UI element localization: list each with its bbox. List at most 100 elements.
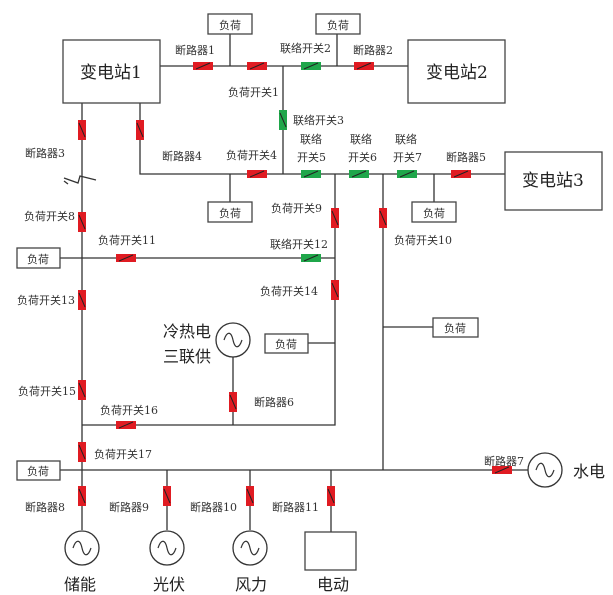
load-label: 负荷 [219,18,241,32]
load-box[interactable]: 负荷 [432,317,479,338]
load-box[interactable]: 负荷 [207,13,253,35]
switch-cb5[interactable] [451,170,471,178]
label-ts3: 联络开关3 [293,113,344,127]
load-box[interactable]: 负荷 [207,201,253,223]
switch-ls1[interactable] [247,62,267,70]
label-chp: 冷热电 [163,322,211,341]
substation-3-label: 变电站3 [522,171,584,191]
switch-blade-icon [351,170,367,178]
tie-switch-ts7[interactable] [397,170,417,178]
substation-1-label: 变电站1 [80,63,142,83]
switch-blade-icon [399,170,415,178]
label-ts2: 联络开关2 [280,41,331,55]
switch-ls9[interactable] [331,208,339,228]
switch-labels: 断路器1 负荷开关1 联络开关2 断路器2 联络开关3 断路器3 断路器4 负荷… [17,41,524,514]
tie-switch-ts3[interactable] [279,110,287,130]
load-label: 负荷 [275,337,297,351]
label-ev: 电动 [317,575,349,594]
switch-blade-icon [249,62,265,70]
switch-blade-icon [78,292,86,308]
label-ls14: 负荷开关14 [260,284,318,298]
label-cb1: 断路器1 [175,43,215,57]
tie-switch-ts5[interactable] [301,170,321,178]
switch-blade-icon [78,444,86,460]
switch-cb8[interactable] [78,486,86,506]
switch-blade-icon [303,254,319,262]
label-ls13: 负荷开关13 [17,293,75,307]
chp-generator-icon[interactable] [215,322,251,358]
load-box[interactable]: 负荷 [315,13,361,35]
tie-switch-ts12[interactable] [301,254,321,262]
switch-blade-icon [453,170,469,178]
label-cb4: 断路器4 [162,149,202,163]
ev-load-box[interactable] [304,531,357,571]
switch-ls17[interactable] [78,442,86,462]
load-box[interactable]: 负荷 [264,333,309,354]
hydro-generator-icon[interactable] [527,452,563,488]
switch-blade-icon [195,62,211,70]
switch-blade-icon [356,62,372,70]
label-cb8: 断路器8 [25,500,65,514]
label-cb11: 断路器11 [272,500,319,514]
switch-cb9[interactable] [163,486,171,506]
switch-cb11[interactable] [327,486,335,506]
switch-cb3[interactable] [78,120,86,140]
label-chp: 三联供 [163,347,211,366]
switch-blade-icon [379,210,387,226]
load-label: 负荷 [423,206,445,220]
switch-ls14[interactable] [331,280,339,300]
switch-ls8[interactable] [78,212,86,232]
label-cb5: 断路器5 [446,150,486,164]
label-ls4: 负荷开关4 [226,148,277,162]
load-box[interactable]: 负荷 [16,247,61,269]
switch-ls15[interactable] [78,380,86,400]
label-ts5: 联络 [300,132,322,146]
storage-generator-icon[interactable] [64,530,100,566]
switch-blade-icon [279,112,287,128]
switch-ls11[interactable] [116,254,136,262]
label-ls8: 负荷开关8 [24,209,75,223]
tie-switch-ts2[interactable] [301,62,321,70]
label-hydro: 水电 [573,462,605,481]
switch-cb1[interactable] [193,62,213,70]
load-label: 负荷 [444,321,466,335]
switch-cb7[interactable] [492,466,512,474]
switch-blade-icon [303,170,319,178]
switch-ls4[interactable] [247,170,267,178]
label-wind: 风力 [235,575,267,594]
switch-ls13[interactable] [78,290,86,310]
load-box[interactable]: 负荷 [411,201,457,223]
label-ls1: 负荷开关1 [228,85,279,99]
substation-2-label: 变电站2 [426,63,488,83]
switch-blade-icon [229,394,237,410]
switch-cb6[interactable] [229,392,237,412]
switch-cb4[interactable] [136,120,144,140]
label-ts7: 开关7 [393,150,422,164]
substation-2[interactable]: 变电站2 [407,39,506,104]
switch-cb2[interactable] [354,62,374,70]
switch-cb10[interactable] [246,486,254,506]
label-ls9: 负荷开关9 [271,201,322,215]
load-box[interactable]: 负荷 [16,460,61,481]
label-cb7: 断路器7 [484,454,524,468]
tie-switch-ts6[interactable] [349,170,369,178]
switch-blade-icon [331,282,339,298]
switch-blade-icon [78,214,86,230]
label-ts7: 联络 [395,132,417,146]
label-ts5: 开关5 [297,150,326,164]
load-label: 负荷 [219,206,241,220]
switch-ls16[interactable] [116,421,136,429]
label-cb6: 断路器6 [254,395,294,409]
wind-generator-icon[interactable] [232,530,268,566]
pv-generator-icon[interactable] [149,530,185,566]
switch-blade-icon [118,421,134,429]
substation-3[interactable]: 变电站3 [504,151,603,211]
substation-1[interactable]: 变电站1 [62,39,161,104]
switch-blade-icon [246,488,254,504]
source-labels: 冷热电 三联供 水电 储能 光伏 风力 电动 [64,322,605,594]
label-ls16: 负荷开关16 [100,403,158,417]
switch-ls10[interactable] [379,208,387,228]
label-ts12: 联络开关12 [270,237,328,251]
label-ls11: 负荷开关11 [98,233,156,247]
